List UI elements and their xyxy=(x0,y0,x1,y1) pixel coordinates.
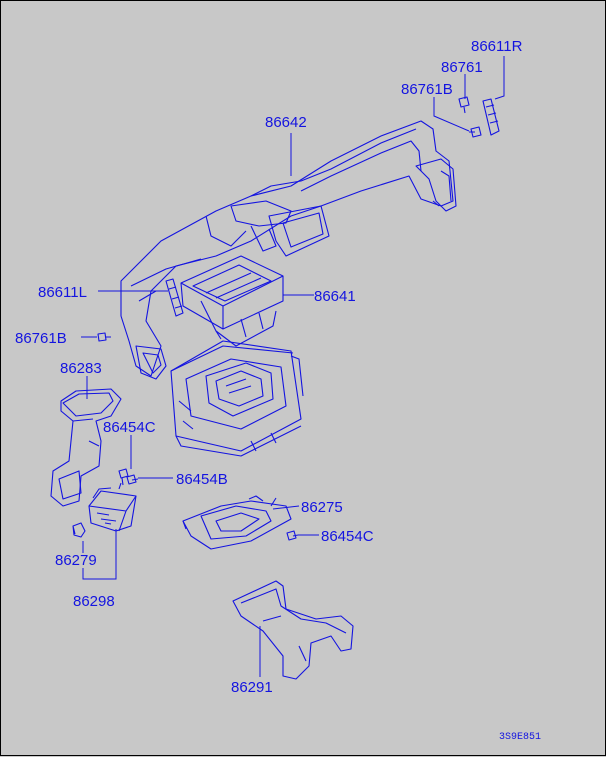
part-86761-screw xyxy=(458,96,470,114)
label-86454B: 86454B xyxy=(176,471,228,488)
label-86291: 86291 xyxy=(231,679,273,696)
part-86611L-bracket xyxy=(165,278,184,317)
part-86611R-bracket xyxy=(482,98,500,136)
part-86761B-screw-left xyxy=(97,332,111,342)
label-86761B-top: 86761B xyxy=(401,81,453,98)
label-86298: 86298 xyxy=(73,593,115,610)
leader-lines xyxy=(81,56,505,677)
label-86611L: 86611L xyxy=(38,284,87,301)
part-86279-knob xyxy=(72,522,86,538)
label-86279: 86279 xyxy=(55,552,97,569)
drawing-code: 3S9E851 xyxy=(499,732,541,743)
label-86642: 86642 xyxy=(265,114,307,131)
part-86298-switch-assembly xyxy=(88,482,137,532)
label-86454C-a: 86454C xyxy=(103,419,156,436)
part-86641-vent-housing xyxy=(180,255,284,347)
label-86283: 86283 xyxy=(60,360,102,377)
label-86454C-b: 86454C xyxy=(321,528,374,545)
label-86761B-left: 86761B xyxy=(15,330,67,347)
label-86761: 86761 xyxy=(441,59,483,76)
heater-unit xyxy=(170,340,304,457)
part-86283-duct xyxy=(50,388,122,507)
label-86611R: 86611R xyxy=(471,38,523,55)
label-86641: 86641 xyxy=(314,288,356,305)
part-86454B-screw xyxy=(126,474,139,485)
part-86454C-screw-b xyxy=(286,530,299,541)
part-86275-bracket xyxy=(182,495,292,550)
part-86454C-screw-a xyxy=(118,468,129,486)
part-86642-main-duct xyxy=(120,120,457,380)
part-86291-lower-duct xyxy=(232,580,354,680)
label-86275: 86275 xyxy=(301,499,343,516)
part-86761B-screw-top xyxy=(469,126,482,138)
